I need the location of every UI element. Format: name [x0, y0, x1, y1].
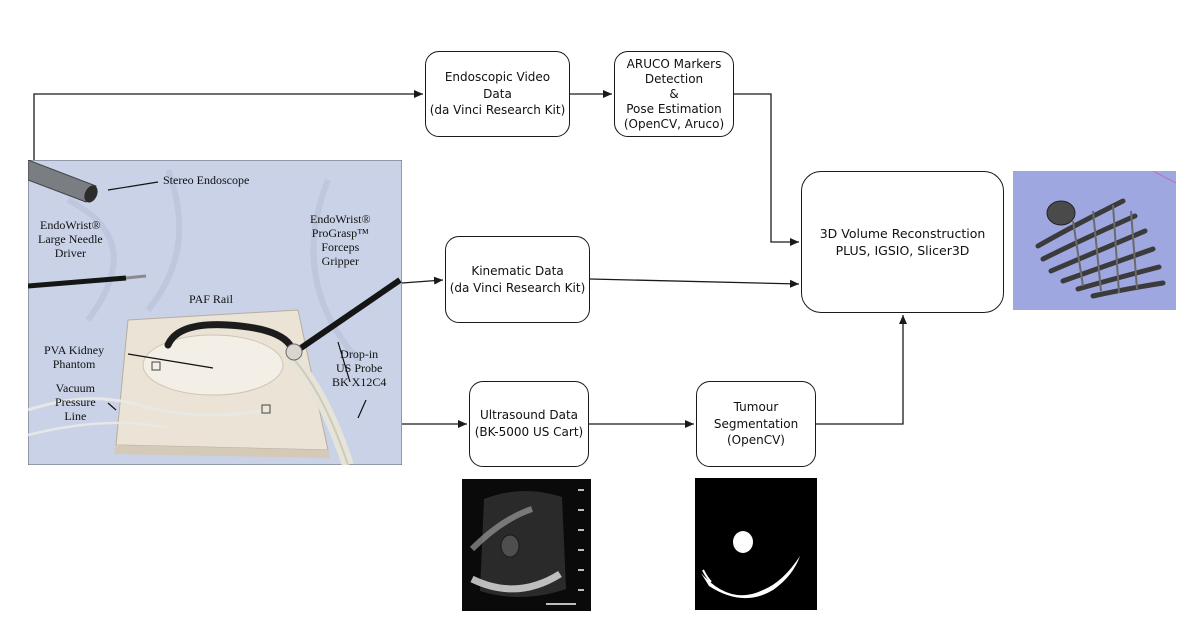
surgical-setup-photo: [28, 160, 402, 465]
node-text: (da Vinci Research Kit): [449, 280, 586, 295]
needle-driver-shaft: [28, 275, 127, 289]
arrow-photo-to-kinematic: [401, 276, 444, 285]
label-line: Gripper: [321, 254, 359, 269]
arrow-aruco-to-reconstruction: [734, 93, 799, 246]
label-line: Drop-in: [340, 347, 379, 361]
node-text: Kinematic Data: [471, 263, 564, 278]
forceps-shaft: [296, 277, 402, 353]
node-text: (da Vinci Research Kit): [429, 103, 566, 118]
node-tumour-segmentation: Tumour Segmentation (OpenCV): [696, 381, 816, 467]
arrow-tumour-to-reconstruction: [816, 315, 907, 425]
label-paf-rail: PAF Rail: [189, 292, 233, 306]
label-stereo-endoscope: Stereo Endoscope: [163, 173, 249, 187]
label-line: EndoWrist®: [40, 218, 101, 232]
label-line: Large Needle: [38, 232, 103, 247]
us-bright-band: [470, 571, 562, 593]
label-vacuum: Vacuum Pressure Line: [55, 381, 96, 423]
node-text: &: [669, 86, 679, 101]
node-text: Tumour: [733, 399, 779, 414]
ultrasound-image: [462, 479, 591, 611]
label-kidney-phantom: PVA Kidney Phantom: [44, 343, 104, 371]
label-line: EndoWrist®: [310, 212, 371, 226]
label-line: PAF Rail: [189, 292, 233, 306]
3d-render-image: [1013, 171, 1176, 310]
node-text: ARUCO Markers: [626, 56, 722, 71]
label-line: ProGrasp™: [311, 226, 369, 241]
vacuum-line: [28, 397, 269, 417]
kidney-phantom: [142, 334, 284, 396]
label-line: Stereo Endoscope: [163, 173, 250, 187]
render-tumour-blob: [1046, 200, 1076, 226]
label-line: Driver: [54, 246, 87, 261]
label-line: BK X12C4: [332, 375, 387, 390]
node-kinematic: Kinematic Data (da Vinci Research Kit): [445, 236, 590, 323]
stereo-endoscope: [28, 160, 97, 203]
node-aruco: ARUCO Markers Detection & Pose Estimatio…: [614, 51, 734, 137]
node-text: (OpenCV, Aruco): [623, 116, 725, 131]
us-fan: [480, 490, 566, 598]
node-text: Ultrasound Data: [480, 408, 578, 423]
node-text: Pose Estimation: [626, 101, 722, 116]
seg-tumour-mask: [733, 531, 753, 553]
node-ultrasound: Ultrasound Data (BK-5000 US Cart): [469, 381, 589, 467]
node-text: 3D Volume Reconstruction: [819, 225, 986, 241]
node-text: PLUS, IGSIO, Slicer3D: [835, 243, 970, 258]
node-text: Segmentation: [713, 416, 799, 431]
seg-boundary-mask: [701, 556, 800, 599]
label-needle-driver: EndoWrist® Large Needle Driver: [38, 218, 103, 260]
paf-rail: [164, 321, 294, 349]
label-line: Pressure: [55, 395, 96, 410]
node-3d-reconstruction: 3D Volume Reconstruction PLUS, IGSIO, Sl…: [801, 171, 1004, 313]
label-line: Phantom: [52, 357, 96, 372]
label-line: Forceps: [321, 240, 360, 255]
us-tumour: [500, 534, 520, 558]
label-line: Vacuum: [55, 381, 95, 395]
segmentation-mask-image: [695, 478, 817, 610]
label-forceps: EndoWrist® ProGrasp™ Forceps Gripper: [310, 212, 371, 269]
node-text: Endoscopic Video: [444, 69, 551, 84]
node-text: (OpenCV): [726, 433, 785, 448]
node-text: (BK-5000 US Cart): [474, 425, 584, 439]
node-endoscopic-video: Endoscopic Video Data (da Vinci Research…: [425, 51, 570, 137]
node-text: Data: [483, 86, 512, 101]
node-text: Detection: [644, 71, 704, 86]
label-line: US Probe: [336, 361, 383, 376]
arrow-photo-to-video: [33, 90, 423, 160]
label-line: Line: [64, 409, 87, 424]
arrow-kinematic-to-reconstruction: [589, 278, 800, 288]
label-line: PVA Kidney: [44, 343, 105, 357]
label-us-probe: Drop-in US Probe BK X12C4: [332, 347, 386, 389]
